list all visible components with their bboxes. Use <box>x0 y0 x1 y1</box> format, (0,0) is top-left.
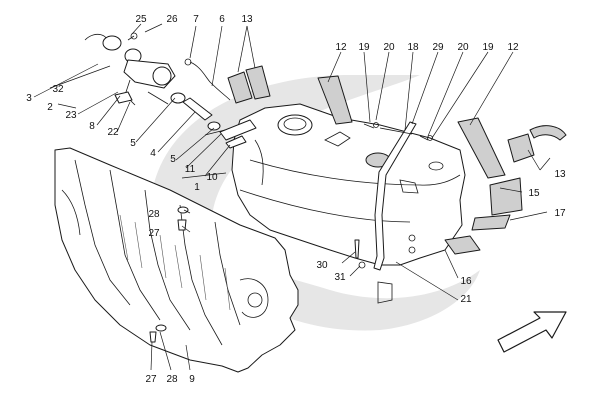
callout-2: 2 <box>47 102 53 113</box>
callout-25: 25 <box>135 14 147 25</box>
fuel-hoses <box>170 58 257 149</box>
callout-13: 13 <box>241 14 253 25</box>
callout-1: 1 <box>194 182 200 193</box>
undertray-panel <box>54 147 299 373</box>
callout-20: 20 <box>457 42 469 53</box>
callout-8: 8 <box>89 121 95 132</box>
callout-18: 18 <box>407 42 419 53</box>
callout-19: 19 <box>358 42 370 53</box>
callout-23: 23 <box>65 110 77 121</box>
callout-16: 16 <box>460 276 472 287</box>
direction-arrow-icon <box>497 311 567 353</box>
callout-32: 32 <box>52 84 64 95</box>
callout-4: 4 <box>150 148 156 159</box>
callout-30: 30 <box>316 260 328 271</box>
callout-12: 12 <box>335 42 347 53</box>
pad-strips <box>317 75 523 255</box>
callout-7: 7 <box>193 14 199 25</box>
callout-29: 29 <box>432 42 444 53</box>
tank-strap <box>373 121 417 304</box>
callout-5: 5 <box>170 154 176 165</box>
callout-15: 15 <box>528 188 540 199</box>
callout-27: 27 <box>148 228 160 239</box>
filler-neck-assembly <box>84 32 176 106</box>
fuel-tank <box>231 103 466 266</box>
callout-21: 21 <box>460 294 472 305</box>
foam-pads <box>227 65 567 163</box>
callout-12: 12 <box>507 42 519 53</box>
callout-5: 5 <box>130 138 136 149</box>
callout-22: 22 <box>107 127 119 138</box>
callout-6: 6 <box>219 14 225 25</box>
callout-19: 19 <box>482 42 494 53</box>
callout-31: 31 <box>334 272 346 283</box>
callout-26: 26 <box>166 14 178 25</box>
callout-28: 28 <box>166 374 178 385</box>
callout-13: 13 <box>554 169 566 180</box>
callout-20: 20 <box>383 42 395 53</box>
callout-10: 10 <box>206 172 218 183</box>
callout-17: 17 <box>554 208 566 219</box>
callout-3: 3 <box>26 93 32 104</box>
callout-labels: 25 26 7 6 13 12 19 20 18 29 20 19 12 3 3… <box>26 14 566 385</box>
leader-lines <box>33 23 551 371</box>
callout-28: 28 <box>148 209 160 220</box>
callout-27: 27 <box>145 374 157 385</box>
callout-11: 11 <box>185 164 196 175</box>
callout-9: 9 <box>189 374 195 385</box>
